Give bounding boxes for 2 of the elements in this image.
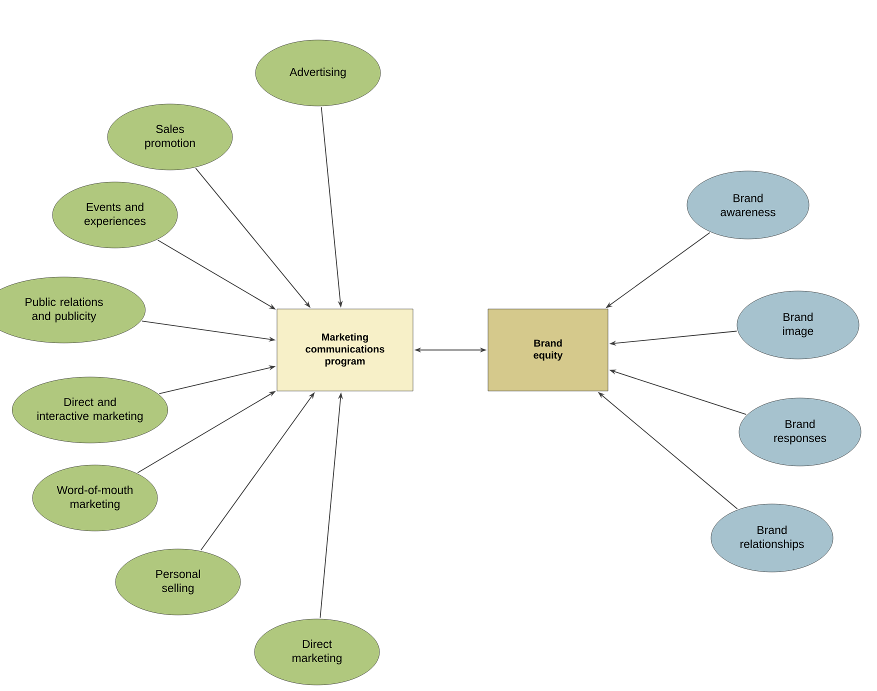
program-box: Marketing communications program bbox=[276, 308, 414, 392]
equity-box: Brand equity bbox=[488, 308, 608, 392]
